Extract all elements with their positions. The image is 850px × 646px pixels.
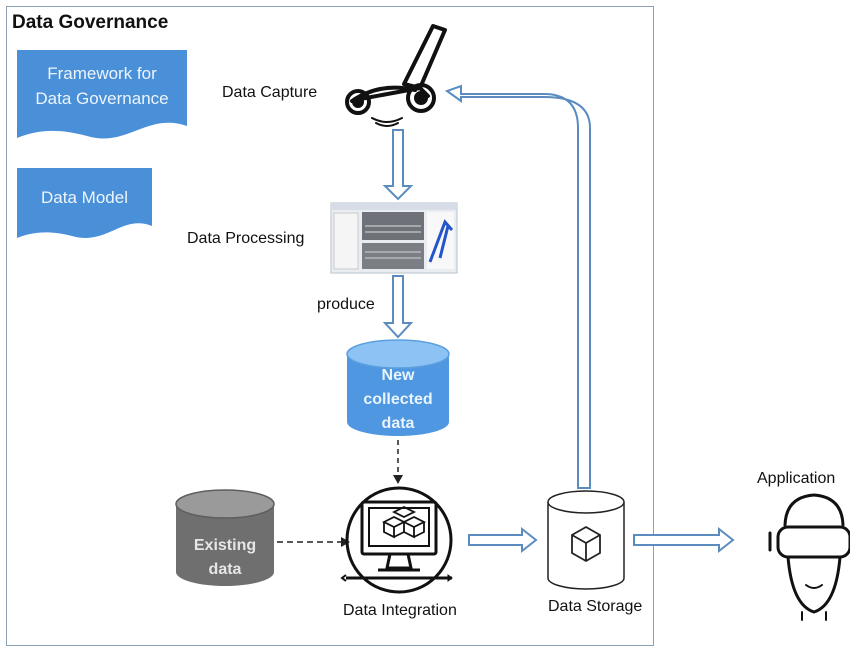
computer-monitor-icon: [340, 486, 453, 594]
framework-document-svg: [17, 50, 187, 139]
data-capture-label: Data Capture: [222, 84, 318, 101]
feedback-arrow-storage-to-capture: [444, 84, 591, 489]
diagram-graphics: [175, 24, 850, 621]
new-data-label-line1: New: [381, 367, 415, 384]
dashed-arrowhead-down: [393, 475, 403, 484]
new-collected-data-cylinder: [346, 339, 450, 436]
data-model-label: Data Model: [41, 188, 128, 207]
arrow-storage-to-application: [633, 526, 735, 554]
dashed-arrowhead-right: [341, 537, 350, 547]
arrow-processing-to-new-data: [382, 275, 414, 339]
data-integration-label: Data Integration: [343, 602, 457, 619]
framework-label-line1: Framework for: [47, 64, 157, 83]
lawn-mower-icon: [345, 24, 447, 127]
vr-headset-user-icon: [768, 493, 850, 621]
package-box-icon: [571, 525, 601, 563]
existing-data-cylinder: [175, 489, 275, 586]
data-storage-label: Data Storage: [548, 598, 643, 615]
framework-document-shape: Framework for Data Governance: [17, 50, 187, 140]
existing-data-label: Existing data: [176, 534, 274, 582]
arrow-capture-to-processing: [382, 129, 414, 201]
existing-data-label-line1: Existing: [193, 537, 257, 554]
processing-screenshot-icon: [330, 202, 458, 274]
data-model-document-shape: Data Model: [17, 168, 152, 240]
new-data-label-line3: data: [381, 415, 415, 432]
new-data-label: New collected data: [347, 364, 449, 436]
produce-label: produce: [317, 296, 375, 313]
application-label: Application: [757, 470, 836, 487]
framework-label-line2: Data Governance: [35, 89, 169, 108]
existing-data-label-line2: data: [208, 561, 242, 578]
data-storage-cylinder: [547, 490, 625, 590]
arrow-integration-to-storage: [468, 526, 538, 554]
frame-title: Data Governance: [12, 12, 169, 33]
data-processing-label: Data Processing: [187, 230, 305, 247]
new-data-label-line2: collected: [363, 391, 433, 408]
data-model-document-svg: [17, 168, 152, 238]
